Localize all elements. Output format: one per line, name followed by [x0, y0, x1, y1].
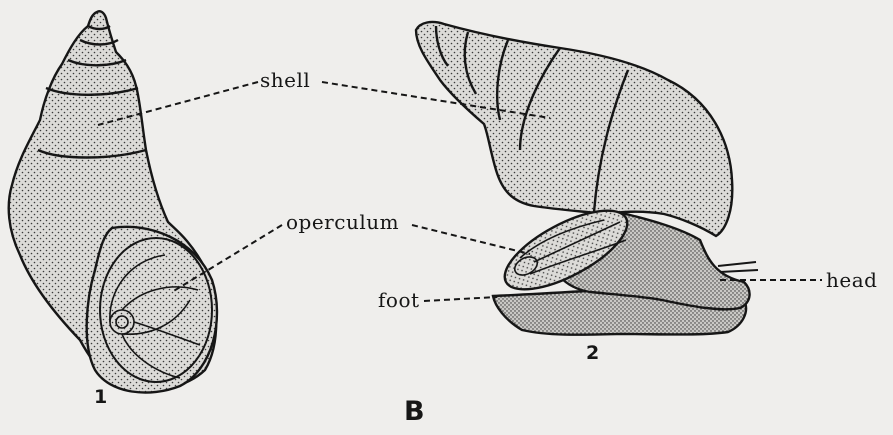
- label-shell: shell: [260, 70, 310, 90]
- label-operculum: operculum: [286, 212, 399, 232]
- leader-operculum-2: [412, 225, 530, 254]
- leader-foot: [424, 297, 497, 301]
- label-foot: foot: [378, 290, 420, 310]
- snail-2-tentacles: [718, 262, 758, 272]
- operculum-1-disc: [100, 238, 212, 382]
- figure-panel-letter: B: [404, 398, 425, 425]
- figure-number-2: 2: [586, 344, 600, 363]
- figure-number-1: 1: [94, 388, 108, 407]
- shell-view-1: [9, 11, 217, 392]
- snail-view-2: [416, 22, 758, 335]
- label-head: head: [826, 270, 877, 290]
